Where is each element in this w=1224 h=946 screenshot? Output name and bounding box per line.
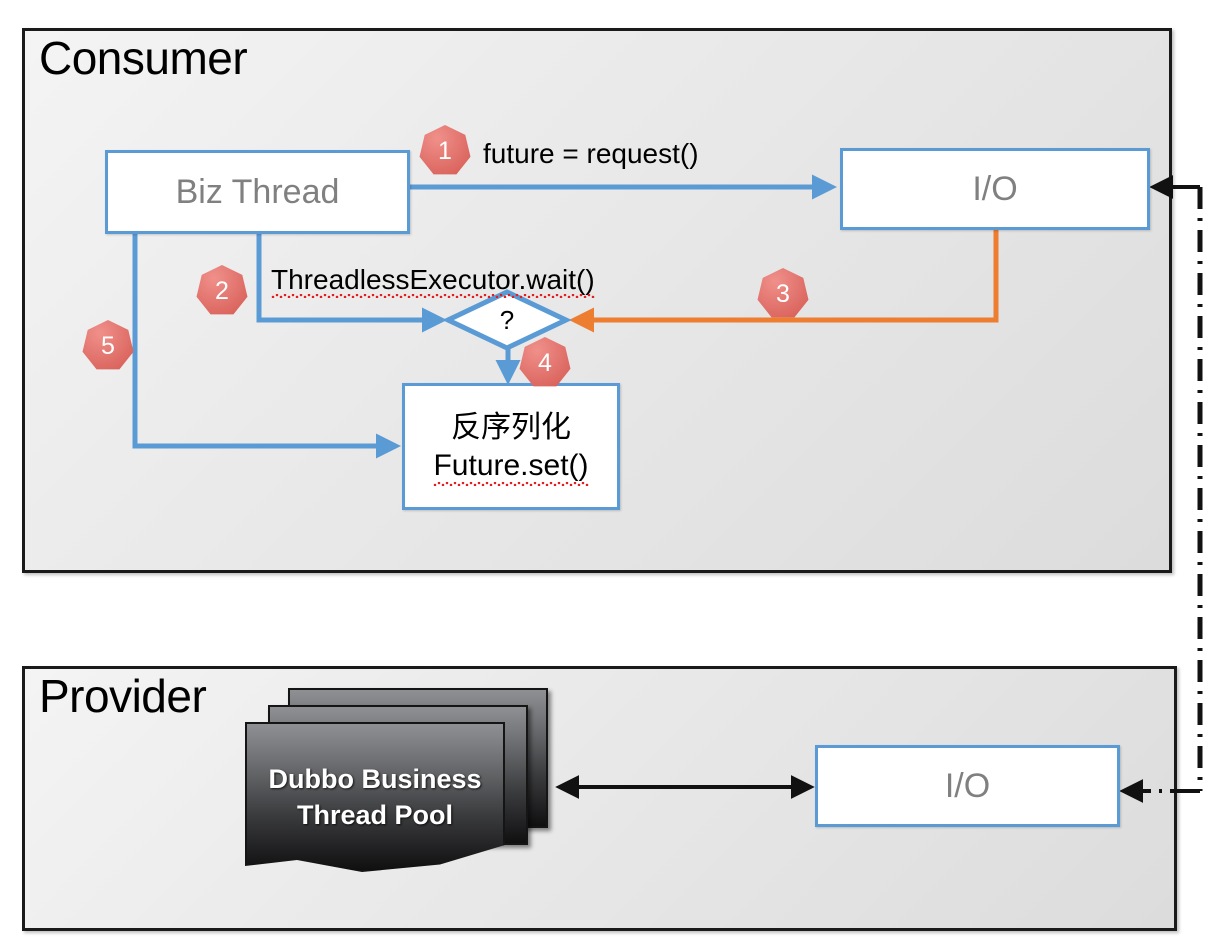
consumer-io-box[interactable]: I/O bbox=[840, 148, 1150, 230]
label-future-request: future = request() bbox=[483, 138, 699, 169]
biz-thread-label: Biz Thread bbox=[175, 172, 340, 211]
decision-diamond[interactable]: ? bbox=[448, 292, 566, 348]
deserialize-future-set-box[interactable]: 反序列化 Future.set() bbox=[402, 383, 620, 510]
provider-io-box[interactable]: I/O bbox=[815, 745, 1120, 827]
provider-panel-title: Provider bbox=[39, 670, 207, 722]
thread-pool-card-front[interactable]: Dubbo Business Thread Pool bbox=[245, 722, 505, 872]
decision-diamond-label: ? bbox=[499, 304, 515, 335]
thread-pool-label-line1: Dubbo Business bbox=[268, 763, 482, 794]
thread-pool-label-line2: Thread Pool bbox=[296, 800, 453, 830]
provider-io-label: I/O bbox=[944, 766, 991, 805]
deserialize-label-cn: 反序列化 bbox=[451, 411, 571, 444]
consumer-io-label: I/O bbox=[972, 169, 1018, 208]
label-threadless-executor-wait: ThreadlessExecutor.wait() bbox=[271, 264, 595, 298]
future-set-label: Future.set() bbox=[433, 447, 589, 486]
biz-thread-box[interactable]: Biz Thread bbox=[105, 150, 410, 234]
consumer-panel-title: Consumer bbox=[39, 32, 248, 84]
